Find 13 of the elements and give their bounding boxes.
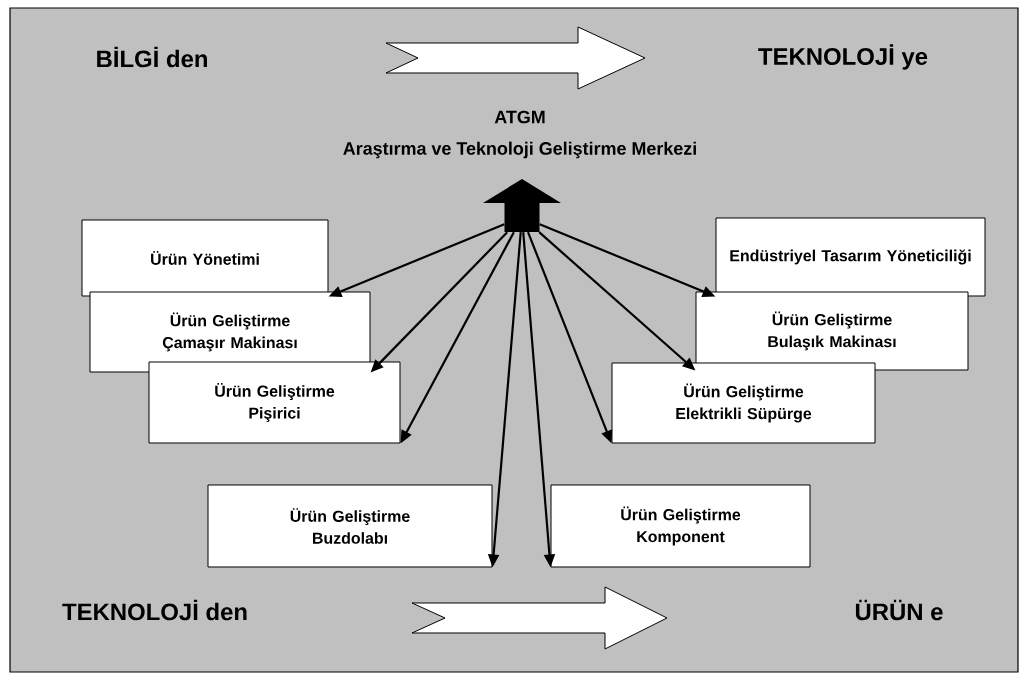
stage-label: TEKNOLOJİ den	[62, 599, 247, 621]
heading: ATGM	[494, 110, 545, 124]
stage-label: TEKNOLOJİ ye	[758, 44, 928, 70]
process-box: Endüstriyel Tasarım Yöneticiliği	[715, 217, 986, 297]
stage-label: BİLGİ den	[97, 46, 207, 68]
process-box: Ürün Geliştirme Komponent	[550, 484, 811, 568]
heading: Araştırma ve Teknoloji Geliştirme Merkezi	[343, 141, 696, 159]
stage-label: ÜRÜN e	[855, 599, 943, 621]
process-box: Ürün Geliştirme Elektrikli Süpürge	[611, 362, 876, 444]
process-box: Ürün Geliştirme Buzdolabı	[207, 484, 493, 568]
process-box: Ürün Geliştirme Bulaşık Makinası	[695, 291, 969, 371]
process-box: Ürün Geliştirme Pişirici	[148, 361, 401, 444]
process-box: Ürün Yönetimi	[81, 219, 329, 297]
